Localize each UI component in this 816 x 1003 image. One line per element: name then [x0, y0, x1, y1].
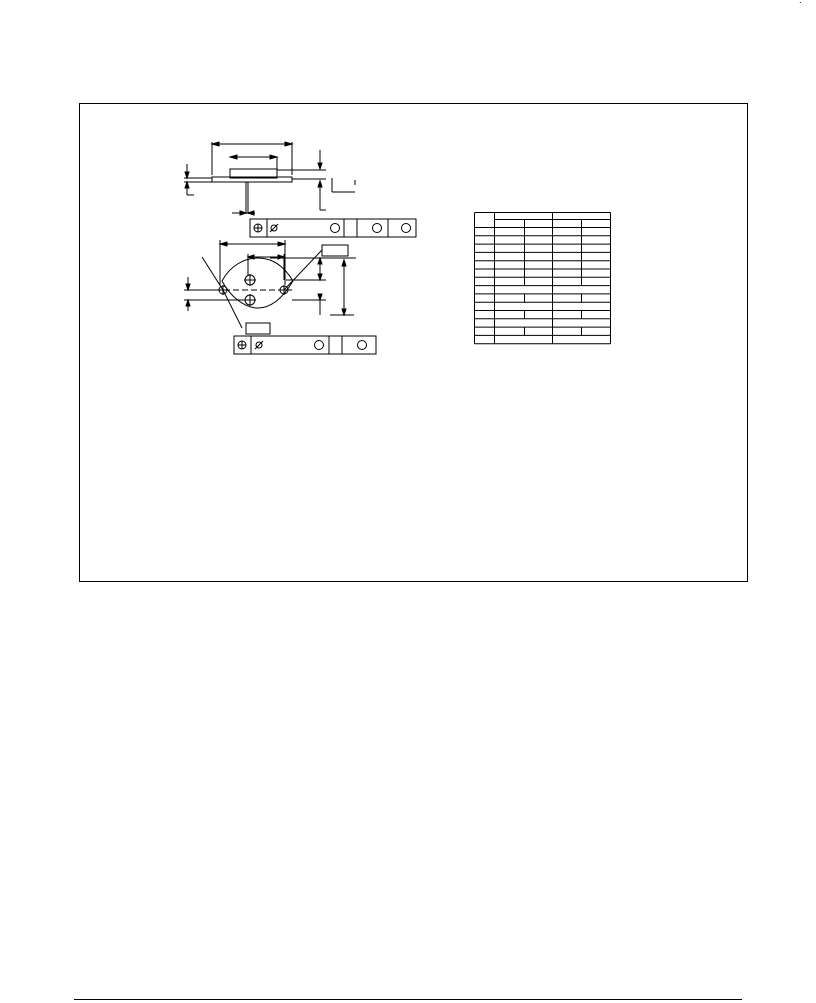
- package-outline-frame: [79, 103, 748, 582]
- package-mechanical-drawing: [184, 141, 417, 355]
- bottom-view: [184, 240, 356, 335]
- side-view: [184, 141, 356, 216]
- page-corner-mark: ˙: [799, 1, 803, 13]
- footer-rule: [74, 999, 742, 1000]
- feature-control-frame-2: [233, 335, 377, 355]
- dimension-table: [474, 212, 611, 345]
- feature-control-frame-1: [249, 218, 417, 238]
